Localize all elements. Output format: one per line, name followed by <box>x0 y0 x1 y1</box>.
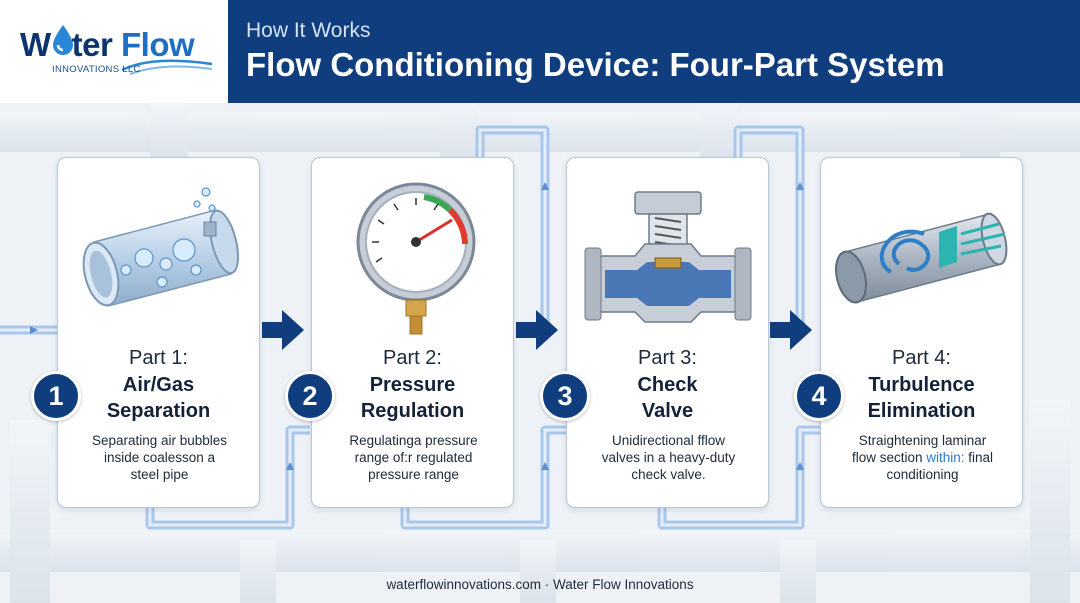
step-name: Air/Gas Separation <box>106 374 211 422</box>
step-description: Unidirectional fflow valves in a heavy-d… <box>601 433 736 482</box>
step-card-2[interactable]: Part 2: Pressure Regulation Regulatinga … <box>311 157 514 508</box>
wave-swoosh-icon <box>121 59 213 75</box>
step-number-2: 2 <box>285 371 335 421</box>
next-step-arrow-icon <box>262 310 304 350</box>
pressure-gauge-icon <box>356 182 476 335</box>
step-description: Regulatinga pressure range of:r regulate… <box>349 433 478 482</box>
step-part-label: Part 1: <box>129 347 188 369</box>
turbulence-pipe-icon <box>835 212 1008 304</box>
page-title: Flow Conditioning Device: Four-Part Syst… <box>246 46 945 83</box>
step-card-4[interactable]: Part 4: Turbulence Elimination Straighte… <box>820 157 1023 508</box>
step-description: Straightening laminar flow section withi… <box>851 433 994 482</box>
flow-direction-arrows <box>30 182 804 470</box>
header-kicker: How It Works <box>246 19 371 42</box>
step-number-4: 4 <box>794 371 844 421</box>
check-valve-icon <box>584 191 752 323</box>
next-step-arrow-icon <box>516 310 558 350</box>
next-step-arrow-icon <box>770 310 812 350</box>
step-description: Separating air bubbles inside coalesson … <box>91 433 228 482</box>
step-number-3: 3 <box>540 371 590 421</box>
step-name: Check Valve <box>637 374 698 422</box>
brand-subline: INNOVATIONS LLC <box>52 64 141 75</box>
step-card-1[interactable]: Part 1: Air/Gas Separation Separating ai… <box>57 157 260 508</box>
pipe-bubbles-icon <box>82 187 239 307</box>
background-pipes <box>0 103 1080 603</box>
water-drop-icon <box>53 25 73 55</box>
step-name: Turbulence Elimination <box>867 374 976 422</box>
step-card-3[interactable]: Part 3: Check Valve Unidirectional fflow… <box>566 157 769 508</box>
step-number-1: 1 <box>31 371 81 421</box>
step-part-label: Part 2: <box>383 347 442 369</box>
step-part-label: Part 4: <box>892 347 951 369</box>
step-name: Pressure Regulation <box>360 374 465 422</box>
header-banner: How It Works Flow Conditioning Device: F… <box>228 0 1080 103</box>
step-part-label: Part 3: <box>638 347 697 369</box>
footer-credit: waterflowinnovations.com · Water Flow In… <box>386 577 694 592</box>
